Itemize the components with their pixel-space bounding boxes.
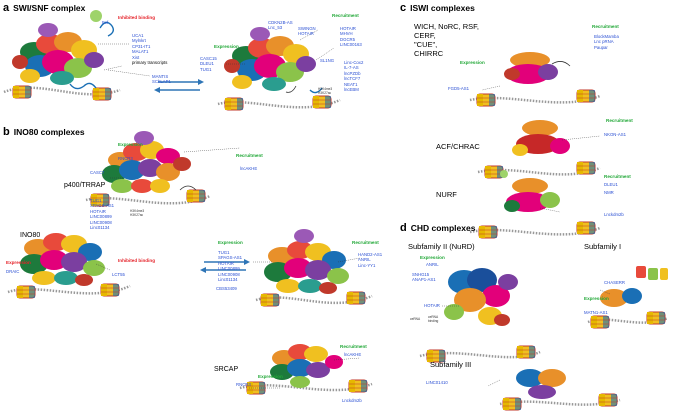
swisnf-recruit-list-2: SWINGN HOTAIR <box>298 26 316 37</box>
ino80-arrows <box>200 259 250 273</box>
casc7-label: CASC7 <box>90 170 105 175</box>
chd-subfamily-3 <box>499 369 621 411</box>
acf-recruitment-item: NKON-AS1 <box>604 132 626 137</box>
chd-rna-labels-2: ceRNA binding <box>428 315 439 323</box>
chd-sub1-expression-item: MATN1-AS1 <box>584 310 608 315</box>
evf-label: Evf <box>102 20 109 25</box>
chd-expression-label: Expression <box>420 255 445 260</box>
lct55-label: LCT55 <box>112 272 125 277</box>
swisnf-expression-list: CASC15 DLEU1 TUG1 <box>200 56 217 72</box>
srcap-label: SRCAP <box>214 366 239 373</box>
swisnf-recruit-list-4: Linc-Cox2 IL-7-AS lncPZDb lncTCF7 NEAT1 … <box>344 60 364 92</box>
p400-recruitment-label: Recruitment <box>236 153 263 158</box>
swisnf-recruitment-label: Recruitment <box>332 13 359 18</box>
chd-subfamily-2-label: Subfamily II (NuRD) <box>408 242 475 251</box>
chd-sub1-expression-label: Expression <box>584 296 609 301</box>
p400-list: TUG1 SPAGS-AS1 HOTAIR LINC00899 LINC0090… <box>90 198 115 230</box>
swisnf-expression-label: Expression <box>214 44 239 49</box>
equilibrium-arrows <box>154 79 204 93</box>
p400-complex <box>85 131 211 207</box>
ino80-expression-label: Expression <box>6 260 31 265</box>
p400-recruitment-item: lncAKHE <box>240 166 258 171</box>
srcap-recruitment-label: Recruitment <box>340 344 367 349</box>
ino80-complex-left <box>7 233 131 299</box>
iswi-complex-acf <box>477 120 601 179</box>
chd-subfamily-1 <box>587 266 669 329</box>
ino80b-recruit-list: HAND2-AS1 ANRIL Linc-YY1 <box>358 252 383 268</box>
iswi-label-1: WICH, NoRC, RSF, CERF, "CUE", CHIRRC <box>414 22 480 58</box>
iswi-expression-label: Expression <box>460 60 485 65</box>
nurf-recruitment-label: Recruitment <box>604 174 631 179</box>
acf-chrac-label: ACF/CHRAC <box>436 142 480 151</box>
p400-trrap-label: p400/TRRAP <box>64 182 106 189</box>
iswi-complex-nurf <box>469 170 601 239</box>
chd-subfamily-3-label: Subfamily III <box>430 360 472 369</box>
srcap-recruitment-item: lncAKHE <box>344 352 362 357</box>
nurf-label: NURF <box>436 190 457 199</box>
ino80-inhibited-label: Inhibited binding <box>118 258 155 263</box>
srcap-expression-label: Expression <box>258 374 283 379</box>
srcap-expression-item: RNCR3 <box>236 382 251 387</box>
cbs-label: CBS53409 <box>216 286 237 291</box>
ino80b-list: TUG1 SPAGS-AS1 HOTAIR LINC00899 LINC0090… <box>218 250 243 282</box>
iswi-complex-1 <box>469 52 601 107</box>
chd-nurd-complex <box>419 268 541 363</box>
ino80-expression-item: DRAIC <box>6 269 20 274</box>
mantis-list: MANTIS SChLAP1 <box>152 74 171 85</box>
nurf-recruitment-list: DLEU1 NMR <box>604 182 618 196</box>
ino80b-expression-label: Expression <box>218 240 243 245</box>
p400-expression-label: Expression <box>118 142 143 147</box>
p400-expression-item: RNCR3 <box>118 156 133 161</box>
chd-rna-labels: ceRNA <box>410 317 421 321</box>
inhibited-binding-label: Inhibited binding <box>118 15 155 20</box>
sl1ng-label: SL1NG <box>320 58 335 63</box>
nurf-extra-item: Lnckdm2b <box>604 212 624 217</box>
swisnf-complex-left <box>3 10 123 101</box>
swisnf-recruit-list-3: HOTAIR MHVH DGCR5 LINC00163 <box>340 26 362 48</box>
iswi-recruitment-label: Recruitment <box>592 24 619 29</box>
chd-sub3-item: LINC01410 <box>426 380 448 385</box>
ino80-complex-right <box>255 229 373 307</box>
iswi-recruitment-list: BlockMamba Lnc pRNA Paupar <box>594 34 619 50</box>
chd-subfamily-1-label: Subfamily I <box>584 242 622 251</box>
srcap-extra-item: Lnckdm2b <box>342 398 362 403</box>
acf-recruitment-label: Recruitment <box>606 118 633 123</box>
inhibited-list: UCA1 Mylnkrt CP31-IT1 MALAT1 Xist primar… <box>132 33 168 65</box>
swisnf-marks: H3K4me3 H3K27ac <box>318 87 333 95</box>
iswi-expression-item: FGD5-AS1 <box>448 86 470 91</box>
chd-expression-item: ANRIL <box>426 262 439 267</box>
srcap-complex <box>239 344 373 395</box>
swisnf-recruit-list-1: CDKN2B-AS Lnc_53 <box>268 20 293 31</box>
leader-lines <box>95 29 611 389</box>
ino80b-recruitment-label: Recruitment <box>352 240 379 245</box>
chd-hotair-label: HOTAIR <box>424 303 440 308</box>
swisnf-complex-right <box>217 27 341 111</box>
chd-sub2-list: SNHG15 ANAP1-AS1 <box>412 272 436 283</box>
ino80-label: INO80 <box>20 232 41 239</box>
p400-marks: H3K4me3 H3K27ac <box>130 209 145 217</box>
chase-label: CHASERR <box>604 280 626 285</box>
